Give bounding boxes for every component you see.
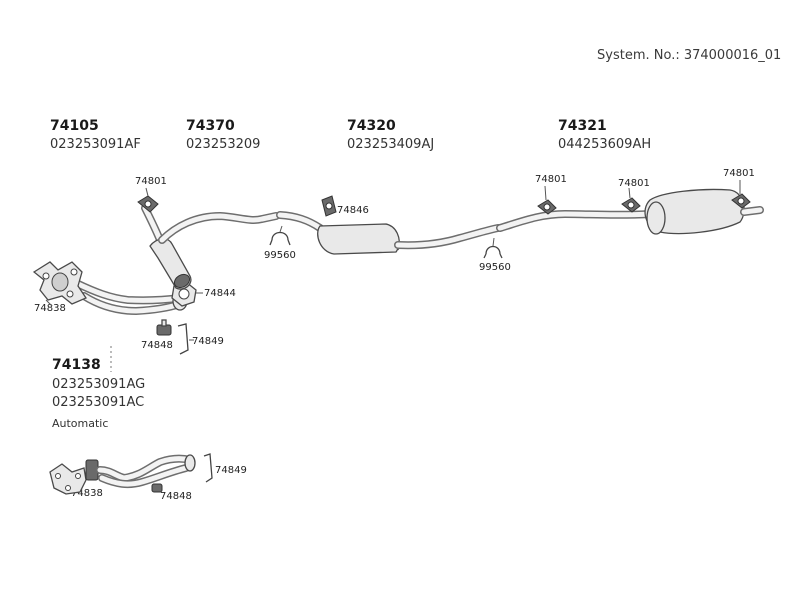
hanger-drawing <box>731 180 751 209</box>
oem-code: 023253091AF <box>50 137 141 152</box>
part-number-74320: 74320 <box>347 118 396 134</box>
front-pipe-auto-drawing <box>49 453 213 495</box>
clamp-drawing <box>269 225 291 246</box>
callout-clamp: 99560 <box>264 250 296 261</box>
clamp-drawing <box>483 237 503 259</box>
callout-flange-auto: 74838 <box>71 488 103 499</box>
oem-code: 044253609AH <box>558 137 652 152</box>
callout-strap: 74849 <box>192 336 224 347</box>
callout-hanger: 74801 <box>618 178 650 189</box>
callout-gasket: 74844 <box>204 288 236 299</box>
hanger-drawing <box>621 187 641 213</box>
callout-strap-auto: 74849 <box>215 465 247 476</box>
callout-hanger: 74801 <box>135 176 167 187</box>
callout-clamp: 99560 <box>479 262 511 273</box>
bracket-drawing <box>321 195 337 217</box>
callout-hanger: 74801 <box>535 174 567 185</box>
part-number-74138: 74138 <box>52 357 101 373</box>
system-number: System. No.: 374000016_01 <box>597 48 782 63</box>
oem-code: 023253409AJ <box>347 137 435 152</box>
callout-mount: 74848 <box>141 340 173 351</box>
centre-muffler-drawing <box>317 223 502 255</box>
front-pipe-drawing <box>72 279 188 315</box>
rear-silencer-drawing <box>496 188 764 235</box>
hanger-drawing <box>137 187 159 213</box>
variant-note: Automatic <box>52 417 109 430</box>
strap-drawing <box>177 323 194 355</box>
part-number-74321: 74321 <box>558 118 607 134</box>
catalyst-drawing <box>141 204 280 290</box>
callout-bracket: 74846 <box>337 205 369 216</box>
callout-flange: 74838 <box>34 303 66 314</box>
callout-hanger: 74801 <box>723 168 755 179</box>
oem-code: 023253209 <box>186 137 261 152</box>
oem-code: 023253091AG <box>52 377 146 392</box>
part-number-74370: 74370 <box>186 118 235 134</box>
mount-drawing <box>156 319 172 336</box>
flange-drawing <box>32 261 87 307</box>
intermediate-pipe-drawing <box>276 211 324 232</box>
callout-mount-auto: 74848 <box>160 491 192 502</box>
hanger-drawing <box>537 185 557 215</box>
oem-code: 023253091AC <box>52 395 145 410</box>
part-number-74105: 74105 <box>50 118 99 134</box>
